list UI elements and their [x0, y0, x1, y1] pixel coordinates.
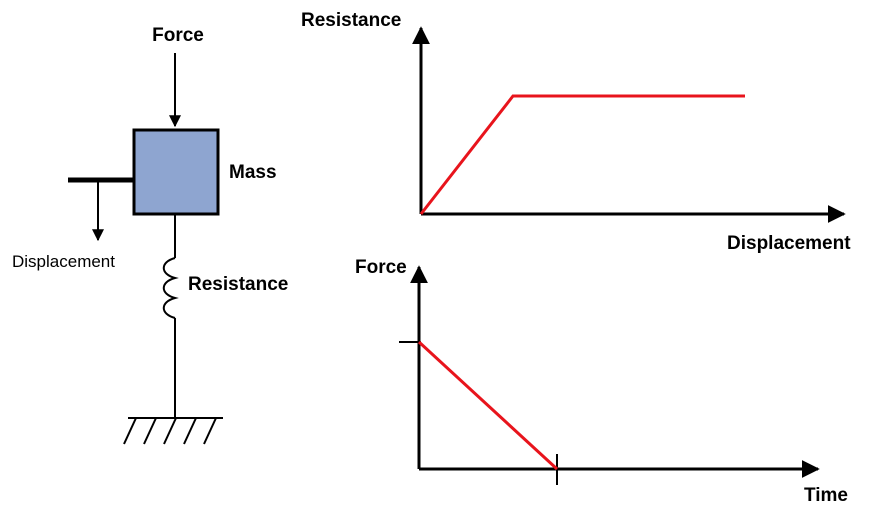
force-time-graph: Force Time	[355, 257, 848, 506]
ground-support	[123, 417, 223, 445]
mass-block	[132, 128, 220, 216]
displacement-label: Displacement	[12, 252, 115, 271]
resistance-curve	[419, 94, 745, 215]
force-label: Force	[152, 25, 204, 46]
force-y-label: Force	[355, 257, 407, 278]
spring-coil	[162, 257, 179, 319]
mass-spring-system: Force Mass Displacement Resistance	[12, 25, 288, 445]
mass-label: Mass	[229, 162, 277, 183]
resistance-displacement-graph: Resistance Displacement	[301, 10, 851, 254]
time-x-label: Time	[804, 485, 848, 506]
displacement-x-label: Displacement	[727, 233, 851, 254]
resistance-label: Resistance	[188, 274, 288, 295]
force-curve	[417, 340, 559, 471]
resistance-y-label: Resistance	[301, 10, 401, 31]
